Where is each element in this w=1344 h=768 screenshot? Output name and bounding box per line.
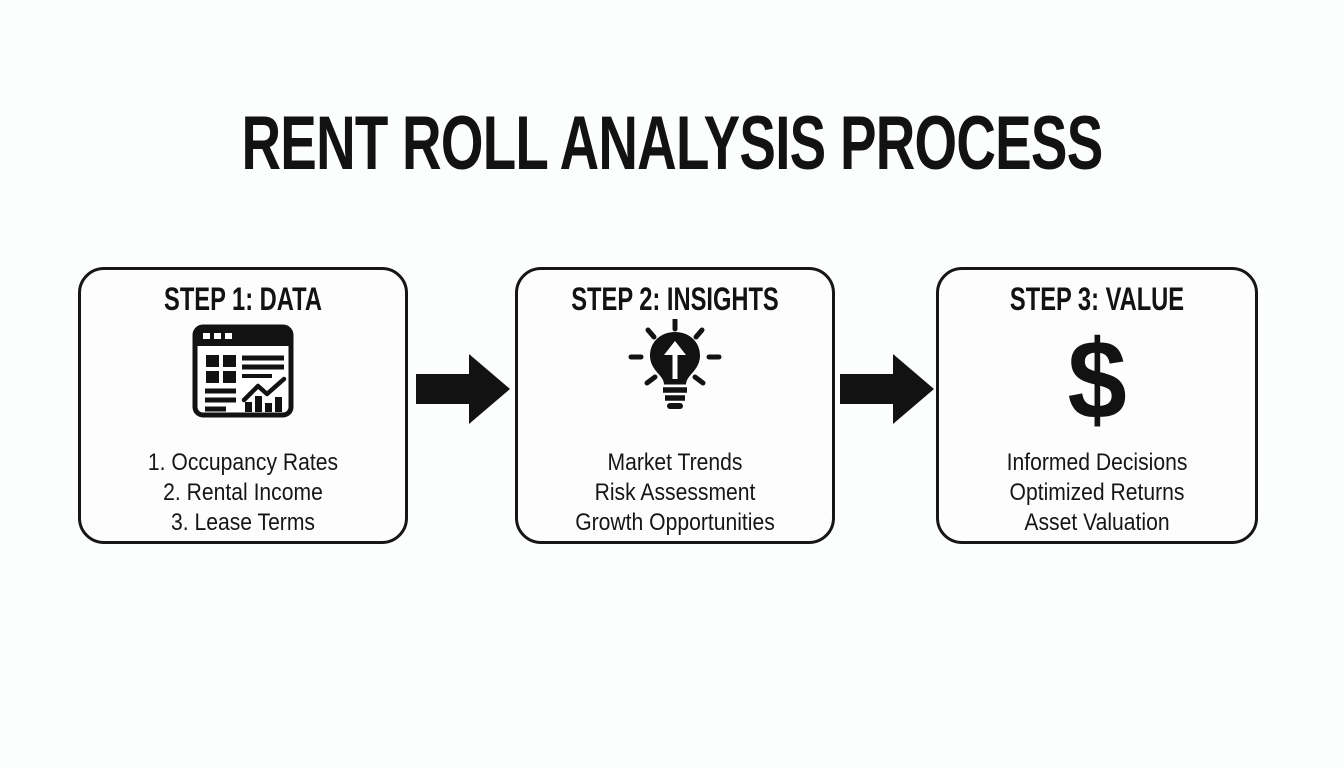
list-item: 1. Occupancy Rates [147, 449, 339, 476]
arrow-right-icon [840, 354, 934, 424]
arrow-right-icon [416, 354, 510, 424]
step-2-icon-wrap [518, 317, 832, 428]
spreadsheet-window-icon [192, 324, 294, 423]
step-2-list: Market Trends Risk Assessment Growth Opp… [537, 448, 813, 538]
dollar-sign-icon: $ [1067, 317, 1127, 442]
step-2-title: STEP 2: INSIGHTS [571, 281, 779, 317]
list-item: Risk Assessment [594, 479, 756, 506]
step-3-box: STEP 3: VALUE $ Informed Decisions Optim… [936, 267, 1258, 544]
lightbulb-growth-icon [625, 317, 725, 428]
step-3-icon-wrap: $ [939, 320, 1255, 436]
step-2-box: STEP 2: INSIGHTS Market Trends Risk Asse… [515, 267, 835, 544]
step-1-title: STEP 1: DATA [164, 281, 322, 317]
list-item: Informed Decisions [1006, 449, 1188, 476]
step-1-icon-wrap [81, 320, 405, 426]
list-item: 2. Rental Income [163, 479, 323, 506]
step-1-box: STEP 1: DATA [78, 267, 408, 544]
list-item: Growth Opportunities [575, 509, 775, 536]
list-item: 3. Lease Terms [170, 509, 315, 536]
list-item: Market Trends [607, 449, 743, 476]
step-3-list: Informed Decisions Optimized Returns Ass… [958, 448, 1236, 538]
list-item: Asset Valuation [1024, 509, 1170, 536]
page-title: RENT ROLL ANALYSIS PROCESS [241, 101, 1103, 186]
step-3-title: STEP 3: VALUE [1009, 281, 1185, 317]
step-1-list: 1. Occupancy Rates 2. Rental Income 3. L… [100, 448, 385, 538]
list-item: Optimized Returns [1009, 479, 1185, 506]
